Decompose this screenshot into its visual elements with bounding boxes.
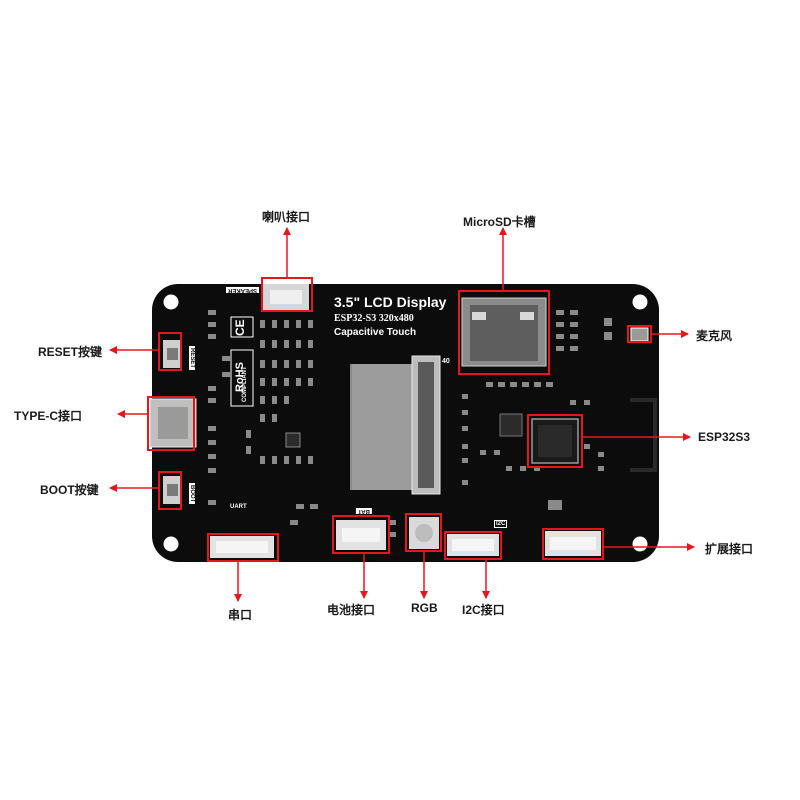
label-mic: 麦克风 <box>696 329 733 343</box>
label-reset: RESET按键 <box>38 345 103 359</box>
passive-components <box>208 310 612 537</box>
label-battery: 电池接口 <box>327 603 376 617</box>
label-uart: 串口 <box>228 608 253 622</box>
label-microsd: MicroSD卡槽 <box>463 215 536 229</box>
small-ic <box>285 432 301 448</box>
label-typec: TYPE-C接口 <box>14 409 83 423</box>
board-title: 3.5" LCD Display <box>334 294 447 310</box>
leader-arrows <box>109 227 695 602</box>
label-rgb: RGB <box>411 601 438 615</box>
microphone-component <box>630 327 649 342</box>
rohs-box <box>230 349 254 407</box>
label-speaker: 喇叭接口 <box>262 210 311 224</box>
silk-fpc-pin: 40 <box>442 358 450 365</box>
silk-reset: RESET <box>189 346 195 371</box>
ce-mark-box <box>230 316 254 338</box>
secondary-chip <box>499 413 523 437</box>
label-esp32: ESP32S3 <box>698 430 751 444</box>
silk-compliant: COMPLIANT <box>242 366 248 402</box>
label-expansion: 扩展接口 <box>705 542 754 556</box>
silk-boot: BOOT <box>189 483 195 505</box>
silk-uart: UART <box>230 504 247 510</box>
silk-speaker: SPEAKER <box>226 287 260 293</box>
label-i2c: I2C接口 <box>462 603 505 617</box>
silk-bat: BAT <box>356 508 372 514</box>
silk-i2c: I2C <box>494 520 508 528</box>
label-boot: BOOT按键 <box>40 483 99 497</box>
antenna-trace <box>630 398 657 472</box>
highlight-boxes <box>147 277 652 562</box>
board-subtitle: ESP32-S3 320x480 <box>334 313 414 324</box>
board-touch-label: Capacitive Touch <box>334 327 417 338</box>
silk-ce: CE <box>233 319 247 336</box>
mounting-holes <box>163 294 648 552</box>
